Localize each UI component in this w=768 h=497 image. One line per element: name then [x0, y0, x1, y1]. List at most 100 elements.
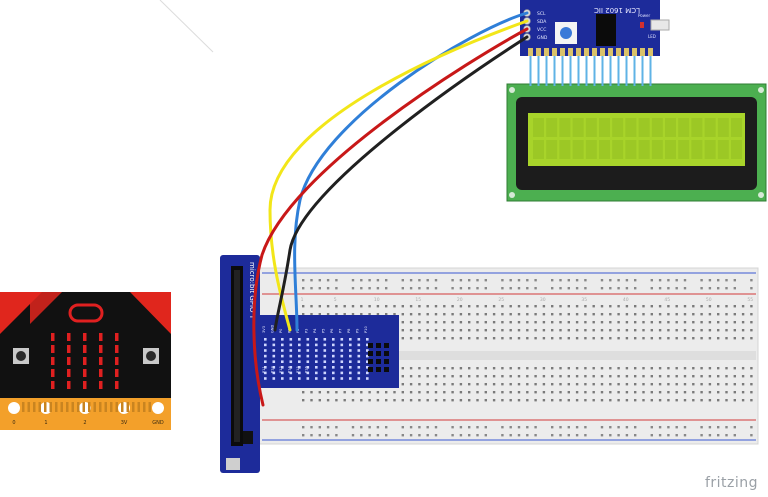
terminal-hole: [642, 383, 645, 386]
terminal-hole: [418, 313, 421, 316]
column-number: 50: [706, 297, 712, 303]
rail-hole: [409, 426, 413, 429]
breakout-pin: [357, 377, 361, 380]
edge-pad-hole: [152, 402, 164, 414]
edge-connector-finger: [93, 402, 96, 412]
breakout-header-block: [376, 367, 381, 372]
breakout-pin: [281, 338, 284, 341]
terminal-hole: [318, 399, 321, 402]
terminal-hole: [484, 305, 487, 308]
terminal-hole: [551, 399, 554, 402]
terminal-hole: [667, 399, 670, 402]
header-pin-lead: [561, 56, 564, 86]
terminal-hole: [683, 329, 687, 332]
lcd-character-cell: [572, 118, 584, 137]
header-pin-base: [600, 48, 605, 56]
breakout-pin-label: P15: [296, 366, 300, 373]
header-pin-base: [648, 48, 653, 56]
terminal-hole: [360, 305, 363, 308]
rail-hole: [567, 426, 570, 429]
rail-hole: [667, 287, 670, 290]
terminal-hole: [642, 337, 645, 340]
edge-connector-finger: [66, 402, 69, 412]
terminal-hole: [443, 313, 446, 316]
terminal-hole: [584, 391, 587, 394]
breakout-pin-label: P13: [279, 366, 283, 373]
terminal-hole: [534, 313, 537, 316]
terminal-hole: [409, 367, 413, 370]
rail-hole: [517, 426, 521, 429]
terminal-hole: [741, 305, 745, 308]
breakout-pin: [281, 349, 284, 352]
lcd-character-cell: [625, 140, 637, 159]
edge-connector-finger: [104, 402, 107, 412]
terminal-hole: [667, 375, 670, 378]
breakout-pin: [332, 354, 335, 358]
terminal-hole: [609, 337, 612, 340]
terminal-hole: [426, 313, 429, 316]
lcd-character-cell: [704, 140, 716, 159]
terminal-hole: [658, 391, 662, 394]
terminal-hole: [401, 383, 404, 386]
breakout-pin: [272, 349, 276, 352]
terminal-hole: [733, 391, 736, 394]
breakout-pin: [264, 377, 267, 380]
terminal-hole: [551, 367, 554, 370]
lcd-mount-hole: [509, 87, 515, 93]
breakout-pin: [366, 343, 369, 347]
terminal-hole: [551, 375, 554, 378]
terminal-hole: [501, 305, 504, 308]
rail-hole: [650, 434, 653, 437]
rail-hole: [708, 279, 712, 282]
breakout-pin: [298, 371, 301, 375]
breakout-pin: [357, 366, 361, 369]
terminal-hole: [584, 399, 587, 402]
terminal-hole: [567, 391, 570, 394]
terminal-hole: [708, 329, 712, 332]
rail-hole: [302, 426, 305, 429]
terminal-hole: [692, 375, 695, 378]
terminal-hole: [667, 321, 670, 324]
edge-connector-finger: [55, 402, 58, 412]
breakout-pin: [306, 371, 310, 375]
rail-hole: [326, 426, 330, 429]
terminal-hole: [418, 329, 421, 332]
terminal-hole: [443, 375, 446, 378]
terminal-hole: [592, 313, 595, 316]
terminal-hole: [609, 305, 612, 308]
rail-hole: [750, 287, 753, 290]
rail-hole: [318, 279, 321, 282]
terminal-hole: [351, 305, 355, 308]
terminal-hole: [451, 399, 454, 402]
header-pin-lead: [617, 56, 620, 86]
terminal-hole: [526, 367, 529, 370]
terminal-hole: [534, 399, 537, 402]
terminal-hole: [542, 313, 546, 316]
breakout-pin: [306, 354, 310, 358]
terminal-hole: [476, 313, 479, 316]
terminal-hole: [725, 321, 728, 324]
lcd-character-cell: [691, 140, 703, 159]
terminal-hole: [617, 321, 620, 324]
terminal-hole: [708, 313, 712, 316]
terminal-hole: [451, 391, 454, 394]
terminal-hole: [335, 391, 338, 394]
rail-hole: [600, 434, 604, 437]
terminal-hole: [667, 391, 670, 394]
breakout-pin: [332, 338, 335, 341]
edge-connector-finger: [148, 402, 151, 412]
terminal-hole: [443, 337, 446, 340]
terminal-hole: [451, 367, 454, 370]
rail-hole: [658, 287, 662, 290]
led: [83, 345, 87, 353]
terminal-hole: [683, 337, 687, 340]
led: [115, 357, 119, 365]
terminal-hole: [675, 313, 678, 316]
terminal-hole: [551, 391, 554, 394]
terminal-hole: [459, 391, 463, 394]
rail-hole: [326, 279, 330, 282]
power-led: [640, 22, 644, 28]
breakout-pin: [289, 377, 293, 380]
header-pin-base: [568, 48, 573, 56]
terminal-hole: [376, 305, 380, 308]
